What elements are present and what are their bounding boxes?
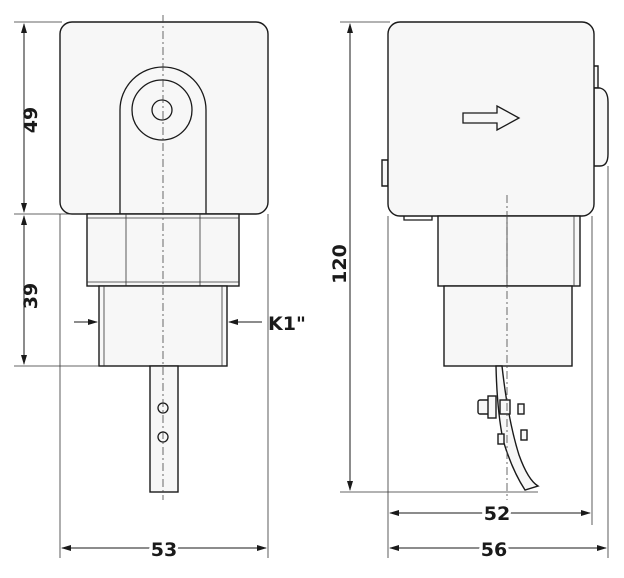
dim-53-label: 53 xyxy=(151,539,177,561)
front-eyelet-ring xyxy=(131,79,193,141)
side-thread xyxy=(443,285,573,367)
side-gland xyxy=(593,87,609,167)
side-view xyxy=(381,21,609,500)
side-dimensions: 120 52 56 xyxy=(326,21,609,564)
dim-52-label: 52 xyxy=(484,503,510,525)
front-head-housing xyxy=(59,21,269,215)
dim-49-label: 49 xyxy=(20,107,42,133)
thread-label: K1" xyxy=(268,313,306,335)
front-dimensions: 49 39 53 K1" xyxy=(14,21,306,564)
dim-56-label: 56 xyxy=(481,539,507,561)
front-view xyxy=(59,15,269,500)
side-left-tab xyxy=(381,159,389,187)
front-paddle-stem xyxy=(149,365,179,493)
dim-39-label: 39 xyxy=(20,283,42,309)
right-arrow-icon xyxy=(462,104,521,132)
side-hex-nut xyxy=(437,215,581,287)
side-head-housing xyxy=(387,21,595,217)
dim-120-label: 120 xyxy=(329,244,351,284)
side-paddle xyxy=(495,365,540,491)
front-eyelet-hole xyxy=(151,99,173,121)
